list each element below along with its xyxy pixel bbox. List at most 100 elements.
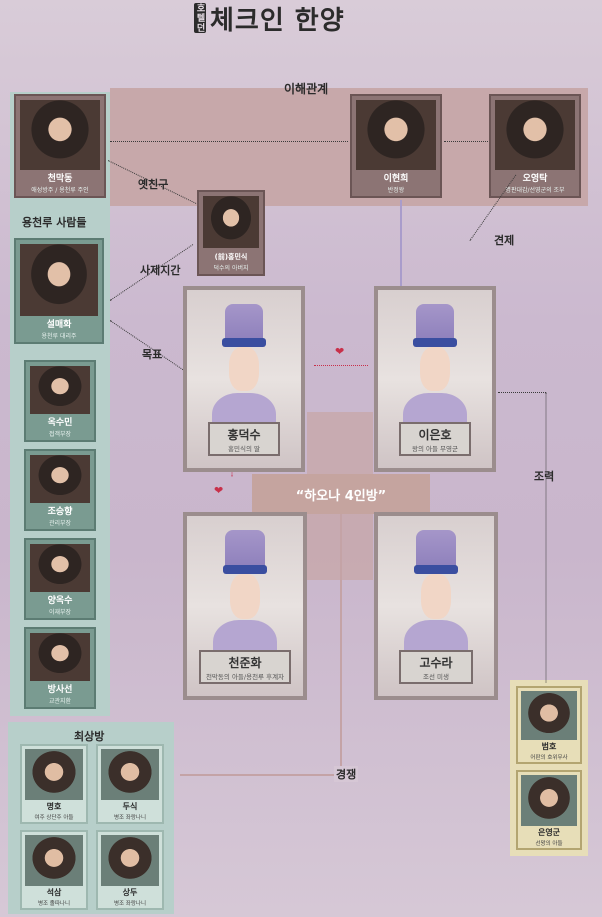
person-role: 병조 졸따나니 <box>37 901 71 907</box>
person-name: 두식 <box>122 802 138 811</box>
main-card-leeeunho: 이은호 왕의 아들 무영군 <box>374 286 496 472</box>
person-name: 천준화 <box>228 656 262 670</box>
portrait-image <box>101 835 159 886</box>
main-card-hongdeoksu: 홍덕수 홍민식의 딸 <box>183 286 305 472</box>
main-card-gosura: 고수라 조선 미생 <box>374 512 498 700</box>
person-name: 범호 <box>541 742 557 751</box>
person-card-sangdu: 상두 병조 좌랑나니 <box>96 830 164 910</box>
label-target: 목표 <box>142 348 163 361</box>
person-card-seoksam: 석삼 병조 졸따나니 <box>20 830 88 910</box>
name-plate: 홍덕수 홍민식의 딸 <box>207 422 281 456</box>
portrait-image <box>30 455 90 503</box>
person-card-joseunghyang: 조승향 관리부장 <box>24 449 96 531</box>
person-name: 방사선 <box>47 685 73 695</box>
person-role: 덕수의 아버지 <box>213 265 249 272</box>
label-master-disciple: 사제지간 <box>140 264 181 277</box>
person-role: 애성방주 / 용천루 주인 <box>31 187 89 194</box>
person-card-oksumin: 옥수민 접객부장 <box>24 360 96 442</box>
face <box>420 346 450 392</box>
person-card-hongminsik: (前)홍민식 덕수의 아버지 <box>197 190 265 276</box>
connector-rivalry-v <box>340 514 342 774</box>
connector-leehyeonhee-down <box>400 200 402 290</box>
portrait-image <box>101 749 159 800</box>
person-card-beomho: 범호 어판의 호위무사 <box>516 686 582 764</box>
portrait-image <box>30 366 90 414</box>
person-name: 홍덕수 <box>227 428 261 442</box>
hat <box>225 530 265 570</box>
person-card-myeongho: 명호 여주 상단주 아들 <box>20 744 88 824</box>
person-role: 선왕의 아들 <box>535 841 563 847</box>
face <box>420 573 452 619</box>
portrait-image <box>30 544 90 592</box>
face <box>229 573 261 619</box>
person-name: 이은호 <box>418 428 452 442</box>
title-text: 체크인 한양 <box>210 5 345 36</box>
person-role: 천막동의 아들/용천루 후계자 <box>205 673 285 681</box>
person-name: (前)홍민식 <box>214 253 248 261</box>
hat-band <box>222 338 266 347</box>
connector-top-interest <box>110 141 348 142</box>
label-rivalry: 경쟁 <box>334 766 359 782</box>
connector-love-h <box>314 365 368 366</box>
hat <box>416 530 456 570</box>
person-role: 왕의 아들 무영군 <box>412 445 458 453</box>
person-name: 이현희 <box>383 174 409 184</box>
portrait-image <box>25 749 83 800</box>
person-card-seolmaehwa: 설매화 용천루 대리주 <box>14 238 104 344</box>
portrait-image <box>521 691 577 740</box>
person-role: 조선 미생 <box>423 673 449 681</box>
person-name: 은영군 <box>537 828 561 837</box>
connector-check-top <box>444 141 488 142</box>
label-check: 견제 <box>494 234 515 247</box>
name-plate: 천준화 천막동의 아들/용천루 후계자 <box>198 650 292 684</box>
person-role: 병조 좌랑나니 <box>113 901 147 907</box>
person-role: 교관지환 <box>48 698 72 705</box>
person-name: 천막동 <box>47 174 73 184</box>
label-yongcheon-people: 용천루 사람들 <box>22 216 87 229</box>
label-cooperation: 조력 <box>534 470 555 483</box>
title-tag: 호텔던 <box>194 3 206 33</box>
person-card-leehyeonhee: 이현희 반정왕 <box>350 94 442 198</box>
portrait-image <box>521 775 577 826</box>
portrait-image <box>203 196 259 248</box>
connector-cooperation-v <box>545 392 547 683</box>
person-role: 접객부장 <box>48 431 72 438</box>
person-role: 홍민식의 딸 <box>228 445 260 453</box>
hat-band <box>413 338 457 347</box>
heart-icon: ❤ <box>214 484 224 497</box>
person-name: 상두 <box>122 888 138 897</box>
person-role: 이재부장 <box>48 609 72 616</box>
person-name: 명호 <box>46 802 62 811</box>
center-group-label: “하오나 4인방” <box>252 474 430 514</box>
portrait-image <box>30 633 90 681</box>
face <box>229 346 259 392</box>
heart-icon: ❤ <box>335 345 345 358</box>
person-role: 관리부장 <box>48 520 72 527</box>
portrait-image <box>20 244 98 316</box>
portrait-image <box>495 100 575 170</box>
hat <box>415 304 455 344</box>
person-name: 옥수민 <box>47 418 73 428</box>
label-top-band: 이해관계 <box>284 82 329 96</box>
portrait-image <box>25 835 83 886</box>
portrait-image <box>356 100 436 170</box>
person-name: 오영탁 <box>522 174 548 184</box>
name-plate: 이은호 왕의 아들 무영군 <box>398 422 472 456</box>
person-card-dusik: 두식 병조 좌랑나니 <box>96 744 164 824</box>
connector-rivalry-h <box>180 774 342 776</box>
person-role: 여주 상단주 아들 <box>34 815 74 821</box>
person-card-cheonmakdong: 천막동 애성방주 / 용천루 주인 <box>14 94 106 198</box>
person-name: 조승향 <box>47 507 73 517</box>
person-role: 병조 좌랑나니 <box>113 815 147 821</box>
person-role: 병판대감/선영군의 조부 <box>505 187 565 194</box>
person-name: 설매화 <box>46 320 72 330</box>
person-card-bangsaseon: 방사선 교관지환 <box>24 627 96 709</box>
hat-band <box>222 564 268 574</box>
person-role: 용천루 대리주 <box>41 333 77 340</box>
hat <box>224 304 264 344</box>
page-title: 호텔던 체크인 한양 <box>194 0 404 36</box>
main-card-cheonjunhwa: 천준화 천막동의 아들/용천루 후계자 <box>183 512 307 700</box>
person-name: 양옥수 <box>47 596 73 606</box>
name-plate: 고수라 조선 미생 <box>398 650 474 684</box>
person-role: 어판의 호위무사 <box>530 755 568 761</box>
